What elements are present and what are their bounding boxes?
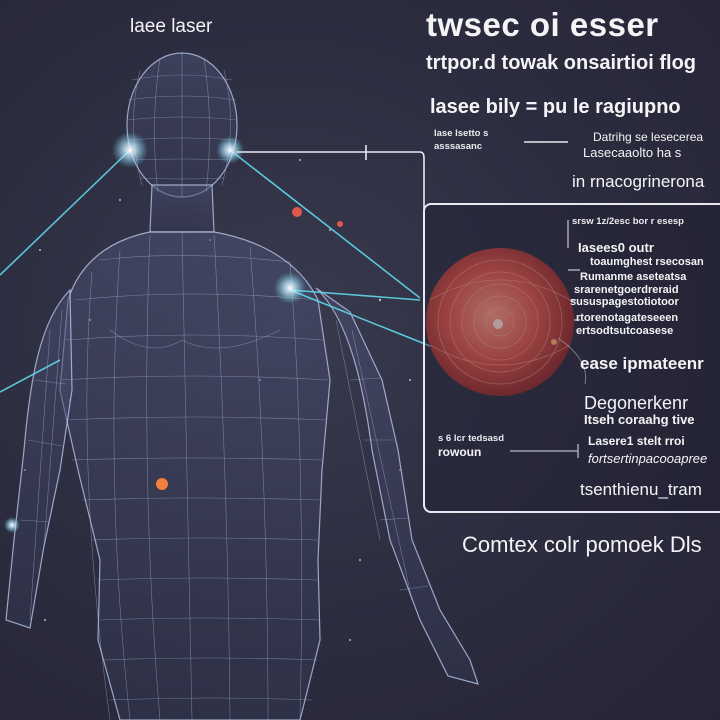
panel-text-8: ertsodtsutcoasese bbox=[576, 325, 674, 337]
caption: Comtex colr pomoek Dls bbox=[462, 532, 702, 557]
hand-glow bbox=[4, 517, 20, 533]
page-title: twsec oi esser bbox=[426, 6, 659, 43]
wireframe-mesh bbox=[19, 53, 429, 720]
panel-text-10: Lasere1 stelt rroi bbox=[588, 434, 685, 448]
annotation-small-1: lase lsetto s bbox=[434, 128, 489, 139]
panel-text-1: srsw 1z/2esc bor r esesp bbox=[572, 216, 684, 227]
shoulder-glow bbox=[274, 272, 306, 304]
red-dot-small bbox=[337, 221, 343, 227]
panel-small-label: s 6 lcr tedsasd bbox=[438, 433, 505, 444]
torso bbox=[59, 231, 331, 720]
left-eye-glow bbox=[112, 132, 148, 168]
right-arm bbox=[315, 287, 479, 685]
panel-text-7: rtorenotagateseeen bbox=[576, 312, 679, 324]
figure-label: laee laser bbox=[130, 16, 213, 37]
panel-heading: ease ipmateenr bbox=[580, 354, 704, 373]
panel-subheading: Degonerkenr bbox=[584, 393, 689, 413]
left-arm bbox=[5, 288, 73, 629]
laser-beams bbox=[0, 149, 431, 393]
panel-text-5: srarenetgoerdreraid bbox=[574, 284, 679, 296]
panel-text-3: toaumghest rsecosan bbox=[590, 256, 704, 268]
right-eye-glow bbox=[216, 136, 244, 164]
panel-small-value: rowoun bbox=[438, 445, 482, 459]
body-silhouette bbox=[5, 52, 479, 720]
red-dot bbox=[292, 207, 302, 217]
panel-text-6: sususpagestotiotoor bbox=[570, 296, 679, 308]
orange-dot bbox=[156, 478, 168, 490]
annotation-right-1: Datrihg se lesecerea bbox=[593, 130, 704, 144]
annotation-right-2: Lasecaaolto ha s bbox=[583, 145, 682, 160]
detail-panel bbox=[423, 203, 720, 513]
page-subtitle: trtpor.d towak onsairtioi flog bbox=[426, 52, 696, 74]
annotation-small-2: asssasanc bbox=[434, 141, 483, 152]
panel-footer: tsenthienu_tram bbox=[580, 480, 702, 499]
panel-text-11: fortsertinpacooapree bbox=[588, 451, 708, 466]
panel-text-9: Itseh coraahg tive bbox=[584, 412, 695, 427]
panel-text-2: Iasees0 outr bbox=[578, 240, 654, 255]
red-sphere bbox=[426, 248, 587, 396]
panel-text-4: Rumanme aseteatsa bbox=[580, 271, 687, 283]
equation-label: lasee bily = pu le ragiupno bbox=[430, 96, 681, 118]
section-heading: in rnacogrinerona bbox=[572, 172, 705, 191]
